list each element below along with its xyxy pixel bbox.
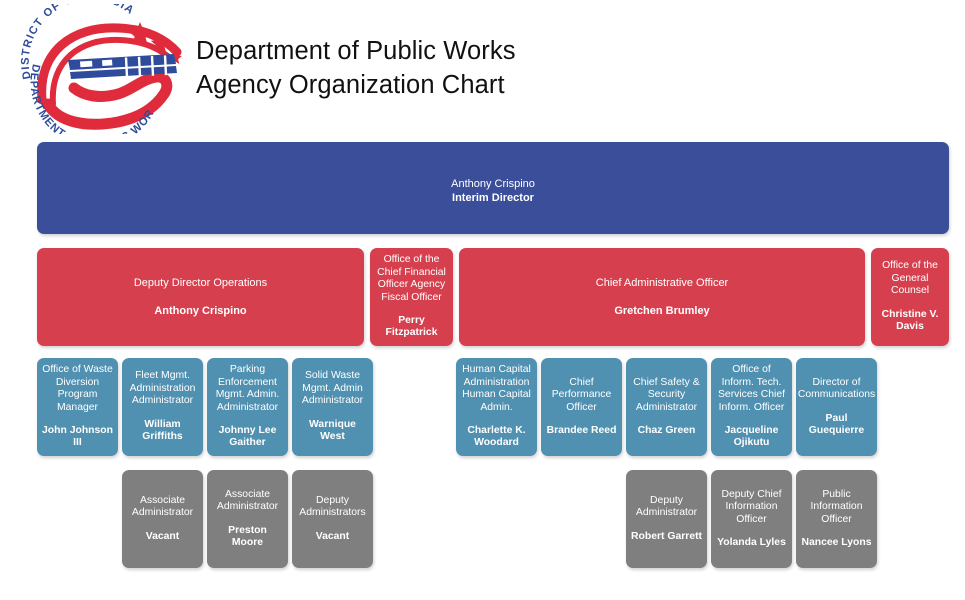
org-node-role: Chief Administrative Officer <box>595 277 729 289</box>
org-node-person: Brandee Reed <box>546 424 617 436</box>
org-node-person: Christine V. Davis <box>881 308 939 333</box>
org-node-director[interactable]: Anthony Crispino Interim Director <box>37 142 949 234</box>
org-node-role: Deputy Administrators <box>299 494 366 519</box>
org-node-person: Johnny Lee Gaither <box>218 424 277 449</box>
org-node-person: Chaz Green <box>637 424 696 436</box>
org-node-information-technology[interactable]: Office of Inform. Tech. Services Chief I… <box>711 358 792 456</box>
org-node-person: Warnique West <box>309 418 356 443</box>
org-node-role: Public Information Officer <box>810 488 863 525</box>
org-node-person: Vacant <box>145 530 180 542</box>
org-node-role: Chief Performance Officer <box>551 376 612 413</box>
org-node-person: Gretchen Brumley <box>614 305 710 317</box>
org-node-person: Perry Fitzpatrick <box>385 314 438 339</box>
org-node-role: Office of Waste Diversion Program Manage… <box>42 364 113 413</box>
org-node-deputy-administrators[interactable]: Deputy Administrators Vacant <box>292 470 373 568</box>
org-node-role: Anthony Crispino <box>451 178 535 190</box>
page-title: Department of Public Works Agency Organi… <box>196 34 616 102</box>
org-node-role: Associate Administrator <box>216 488 279 513</box>
org-node-chief-performance-officer[interactable]: Chief Performance Officer Brandee Reed <box>541 358 622 456</box>
org-node-person: Paul Guequierre <box>808 412 865 436</box>
org-node-person: Nancee Lyons <box>801 536 872 548</box>
org-node-waste-diversion[interactable]: Office of Waste Diversion Program Manage… <box>37 358 118 456</box>
org-node-public-information-officer[interactable]: Public Information Officer Nancee Lyons <box>796 470 877 568</box>
org-node-person: Vacant <box>315 530 350 542</box>
org-node-associate-administrator-2[interactable]: Associate Administrator Preston Moore <box>207 470 288 568</box>
org-node-role: Office of the Chief Financial Officer Ag… <box>377 254 446 303</box>
org-node-person: Preston Moore <box>228 524 267 548</box>
org-node-person: Charlette K. Woodard <box>467 424 526 449</box>
org-node-chief-financial-officer[interactable]: Office of the Chief Financial Officer Ag… <box>370 248 453 346</box>
org-node-role: Fleet Mgmt. Administration Administrator <box>129 370 196 407</box>
org-node-role: Office of the General Counsel <box>882 260 938 297</box>
org-node-role: Deputy Administrator <box>635 494 698 519</box>
org-node-person: John Johnson III <box>42 424 113 449</box>
org-node-human-capital[interactable]: Human Capital Administration Human Capit… <box>456 358 537 456</box>
org-node-person: Yolanda Lyles <box>717 536 786 548</box>
org-node-deputy-director-operations[interactable]: Deputy Director Operations Anthony Crisp… <box>37 248 364 346</box>
page-header: DISTRICT OF COLUMBIA DEPARTMENT OF PUBLI… <box>0 0 965 151</box>
org-node-role: Associate Administrator <box>131 494 194 519</box>
org-node-deputy-administrator[interactable]: Deputy Administrator Robert Garrett <box>626 470 707 568</box>
org-node-communications[interactable]: Director of Communications Paul Guequier… <box>796 358 877 456</box>
title-line-2: Agency Organization Chart <box>196 71 505 99</box>
org-node-role: Deputy Director Operations <box>133 277 268 289</box>
title-line-1: Department of Public Works <box>196 37 516 65</box>
org-node-person: Robert Garrett <box>631 530 703 542</box>
org-node-chief-administrative-officer[interactable]: Chief Administrative Officer Gretchen Br… <box>459 248 865 346</box>
org-node-fleet-management[interactable]: Fleet Mgmt. Administration Administrator… <box>122 358 203 456</box>
org-node-person: Interim Director <box>452 192 534 204</box>
org-node-person: Anthony Crispino <box>154 305 247 317</box>
org-node-associate-administrator-1[interactable]: Associate Administrator Vacant <box>122 470 203 568</box>
org-node-role: Deputy Chief Information Officer <box>721 488 782 525</box>
org-node-person: Jacqueline Ojikutu <box>724 424 779 449</box>
org-node-role: Chief Safety & Security Administrator <box>633 376 700 413</box>
org-node-role: Office of Inform. Tech. Services Chief I… <box>718 364 785 413</box>
org-node-role: Parking Enforcement Mgmt. Admin. Adminis… <box>215 364 280 413</box>
dc-dpw-seal-logo: DISTRICT OF COLUMBIA DEPARTMENT OF PUBLI… <box>10 0 196 151</box>
org-node-role: Director of Communications <box>797 376 876 401</box>
org-node-role: Solid Waste Mgmt. Admin Administrator <box>301 370 364 407</box>
org-node-general-counsel[interactable]: Office of the General Counsel Christine … <box>871 248 949 346</box>
org-node-deputy-chief-information-officer[interactable]: Deputy Chief Information Officer Yolanda… <box>711 470 792 568</box>
org-node-safety-security[interactable]: Chief Safety & Security Administrator Ch… <box>626 358 707 456</box>
org-node-solid-waste[interactable]: Solid Waste Mgmt. Admin Administrator Wa… <box>292 358 373 456</box>
org-node-parking-enforcement[interactable]: Parking Enforcement Mgmt. Admin. Adminis… <box>207 358 288 456</box>
org-node-role: Human Capital Administration Human Capit… <box>462 364 531 413</box>
org-node-person: William Griffiths <box>142 418 183 443</box>
